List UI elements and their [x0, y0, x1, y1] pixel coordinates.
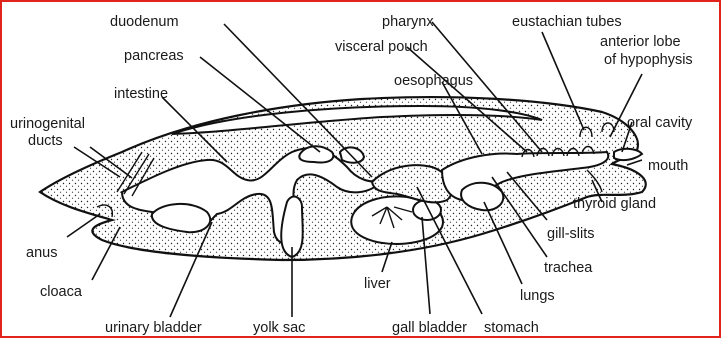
label-oesophagus: oesophagus	[394, 73, 473, 89]
label-yolk-sac: yolk sac	[253, 320, 305, 336]
label-duodenum: duodenum	[110, 14, 179, 30]
label-visceral-pouch: visceral pouch	[335, 39, 428, 55]
label-pancreas: pancreas	[124, 48, 184, 64]
label-urinogenital-2: ducts	[28, 133, 63, 149]
label-oral-cavity: oral cavity	[627, 115, 693, 131]
label-eustachian-tubes: eustachian tubes	[512, 14, 622, 30]
label-lungs: lungs	[520, 288, 555, 304]
label-mouth: mouth	[648, 158, 688, 174]
label-urinogenital-1: urinogenital	[10, 116, 85, 132]
label-gall-bladder: gall bladder	[392, 320, 467, 336]
label-cloaca: cloaca	[40, 284, 83, 300]
label-anterior-lobe-1: anterior lobe	[600, 34, 681, 50]
label-anus: anus	[26, 245, 57, 261]
label-anterior-lobe-2: of hypophysis	[604, 52, 693, 68]
label-gill-slits: gill-slits	[547, 226, 595, 242]
duodenum-shape	[340, 147, 364, 162]
label-thyroid-gland: thyroid gland	[573, 196, 656, 212]
label-urinary-bladder: urinary bladder	[105, 320, 202, 336]
label-liver: liver	[364, 276, 391, 292]
label-intestine: intestine	[114, 86, 168, 102]
label-pharynx: pharynx	[382, 14, 434, 30]
oral-cavity-shape	[614, 149, 642, 160]
label-trachea: trachea	[544, 260, 593, 276]
label-stomach: stomach	[484, 320, 539, 336]
